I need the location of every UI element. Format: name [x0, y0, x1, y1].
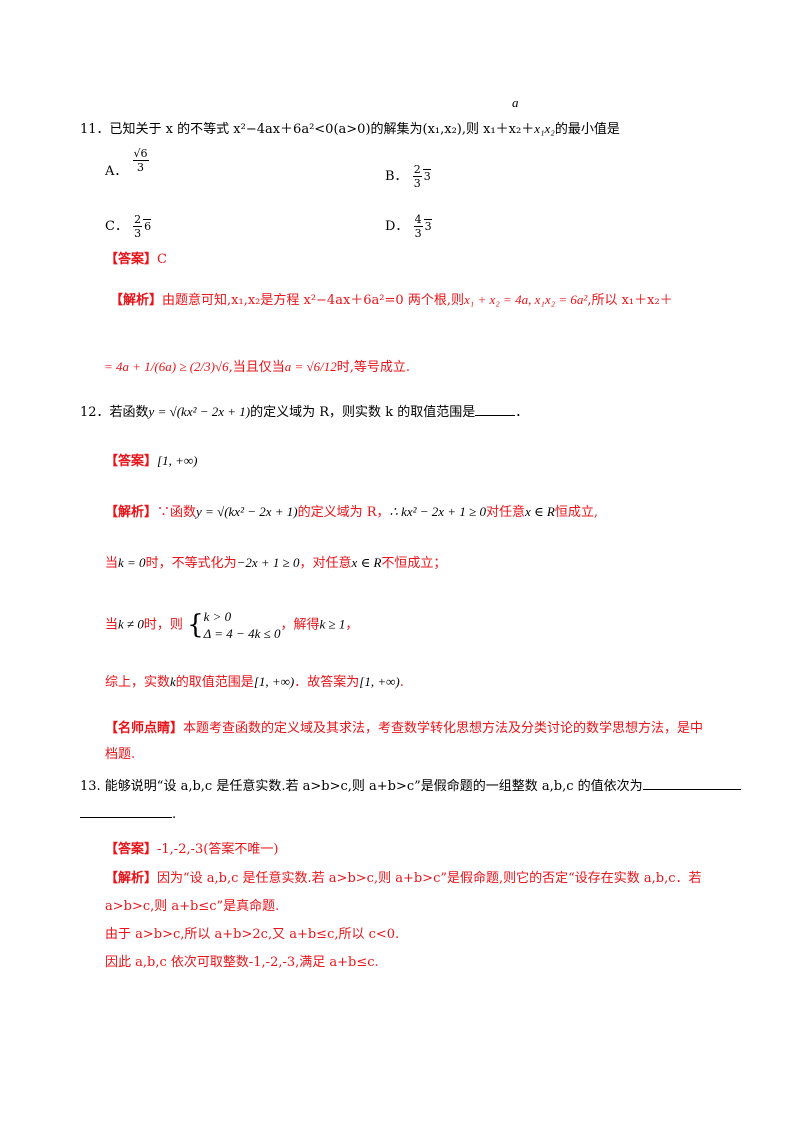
q12-analysis-2b: k = 0 — [118, 555, 146, 570]
q11-analysis-math-2: = 4a + 1/(6a) ≥ (2/3)√6 — [104, 359, 229, 374]
q12-analysis-1b: 的定义域为 R， — [297, 505, 390, 520]
q11-analysis-mid-2: ,当且仅当 — [228, 360, 285, 375]
q12-stem-function: y = √(kx² − 2x + 1) — [148, 404, 251, 419]
q13-analysis-text-1: 因为“设 a,b,c 是任意实数.若 a>b>c,则 a+b>c”是假命题,则它… — [157, 871, 702, 886]
q12-summary-f: [1, +∞) — [359, 674, 400, 689]
q11-stem-text: 11．已知关于 x 的不等式 x²−4ax＋6a²<0(a>0)的解集为(x₁,… — [80, 122, 535, 137]
q11-stem: 11．已知关于 x 的不等式 x²−4ax＋6a²<0(a>0)的解集为(x₁,… — [80, 120, 620, 139]
q12-analysis-2a: 当 — [105, 556, 119, 571]
q12-analysis-3a: 当 — [105, 617, 119, 633]
q12-analysis-line-2: 当k = 0时，不等式化为−2x + 1 ≥ 0，对任意x ∈ R不恒成立； — [105, 554, 446, 573]
q11-answer-tag: 【答案】 — [105, 252, 158, 267]
q12-inequality-system: { k > 0 Δ = 4 − 4k ≤ 0 — [187, 609, 281, 641]
q11-analysis-tail-2: 时,等号成立. — [336, 360, 411, 375]
q12-analysis-3b: k ≠ 0 — [118, 616, 144, 632]
q13-analysis-line-3: 由于 a>b>c,所以 a+b>2c,又 a+b≤c,所以 c<0. — [105, 927, 400, 942]
q12-analysis-2e: ，对任意 — [299, 556, 352, 571]
q12-analysis-3d: ，解得 — [280, 617, 320, 633]
q11-option-d-label: D． — [385, 219, 409, 234]
q12-analysis-1c: ∴ kx² − 2x + 1 ≥ 0 — [389, 504, 486, 519]
q12-summary: 综上，实数k的取值范围是[1, +∞)．故答案为[1, +∞). — [105, 673, 404, 692]
q11-option-c-label: C． — [105, 219, 128, 234]
q13-answer-blank-1 — [642, 789, 741, 790]
q12-analysis-1e: x ∈ R — [524, 504, 555, 519]
q11-analysis-line-2: = 4a + 1/(6a) ≥ (2/3)√6,当且仅当a = √6/12时,等… — [104, 358, 410, 377]
q12-analysis-function: y = √(kx² − 2x + 1) — [196, 504, 298, 519]
q11-analysis-tail-1: ,所以 x₁＋x₂＋ — [587, 293, 673, 308]
q12-stem-postfix: 的定义域为 R，则实数 k 的取值范围是 — [250, 405, 476, 420]
q11-option-a-label: A． — [105, 164, 128, 179]
q12-summary-d: [1, +∞) — [253, 674, 295, 689]
q13-analysis-tag: 【解析】 — [105, 871, 158, 886]
q13-answer-tag: 【答案】 — [105, 842, 158, 857]
q12-analysis-3e: k ≥ 1 — [319, 616, 346, 632]
q12-answer: 【答案】[1, +∞) — [105, 452, 197, 471]
q12-summary-e: ．故答案为 — [294, 675, 360, 690]
q11-analysis-text-1: 由题意可知,x₁,x₂是方程 x²−4ax＋6a²=0 两个根,则 — [162, 293, 464, 308]
q12-summary-b: k — [170, 674, 176, 689]
q12-analysis-2f: x ∈ R — [351, 555, 382, 570]
q12-analysis-1a: ∵函数 — [157, 505, 197, 520]
q12-note-line-1: 【名师点睛】本题考查函数的定义域及其求法，考查数学转化思想方法及分类讨论的数学思… — [105, 720, 703, 738]
q11-option-b-label: B． — [385, 169, 408, 184]
q12-stem-prefix: 12．若函数 — [80, 405, 149, 420]
q12-stem: 12．若函数y = √(kx² − 2x + 1)的定义域为 R，则实数 k 的… — [80, 403, 528, 422]
q12-analysis-2c: 时，不等式化为 — [145, 556, 237, 571]
q12-answer-blank — [475, 415, 516, 416]
q12-analysis-line-1: 【解析】∵函数y = √(kx² − 2x + 1)的定义域为 R，∴ kx² … — [105, 503, 598, 522]
q11-frac-denominator: x₁x₂ — [534, 121, 555, 136]
q13-analysis-line-1: 【解析】因为“设 a,b,c 是任意实数.若 a>b>c,则 a+b>c”是假命… — [105, 870, 702, 888]
q12-note-tag: 【名师点睛】 — [105, 721, 184, 736]
q12-note-line-2: 档题. — [105, 747, 136, 762]
q11-stem-tail: 的最小值是 — [554, 122, 620, 137]
q12-analysis-1d: 对任意 — [485, 505, 525, 520]
q12-system-row-2: Δ = 4 − 4k ≤ 0 — [203, 626, 281, 641]
q12-analysis-line-3: 当k ≠ 0时，则 { k > 0 Δ = 4 − 4k ≤ 0 ，解得k ≥ … — [105, 608, 358, 642]
q12-stem-end: ． — [515, 405, 529, 420]
q12-analysis-3c: 时，则 — [143, 617, 183, 633]
q12-analysis-3f: ， — [345, 617, 359, 633]
q13-stem-line-1: 13. 能够说明“设 a,b,c 是任意实数.若 a>b>c,则 a+b>c”是… — [80, 778, 741, 796]
q11-answer-value: C — [157, 252, 167, 267]
q13-answer-value: -1,-2,-3(答案不唯一) — [157, 842, 279, 857]
q13-stem-text: 13. 能够说明“设 a,b,c 是任意实数.若 a>b>c,则 a+b>c”是… — [80, 779, 643, 794]
q13-answer: 【答案】-1,-2,-3(答案不唯一) — [105, 841, 278, 859]
q12-summary-g: . — [399, 675, 404, 690]
q12-analysis-1f: 恒成立, — [554, 505, 598, 520]
q13-stem-end: . — [172, 807, 177, 822]
q11-frac-numerator: a — [512, 95, 519, 110]
q11-analysis-condition: a = √6/12 — [284, 359, 337, 374]
q13-answer-blank-2 — [80, 817, 172, 818]
q11-analysis-math-1: x₁ + x₂ = 4a, x₁x₂ = 6a² — [463, 292, 588, 307]
q13-analysis-line-2: a>b>c,则 a+b≤c”是真命题. — [105, 899, 280, 914]
q12-analysis-tag: 【解析】 — [105, 505, 158, 520]
q12-summary-a: 综上，实数 — [105, 675, 171, 690]
q12-analysis-2g: 不恒成立； — [381, 556, 447, 571]
q11-analysis-line-1: 【解析】由题意可知,x₁,x₂是方程 x²−4ax＋6a²=0 两个根,则x₁ … — [110, 291, 673, 310]
q12-system-row-1: k > 0 — [203, 609, 232, 624]
q13-stem-line-2: . — [80, 806, 176, 824]
q12-note-text-1: 本题考查函数的定义域及其求法，考查数学转化思想方法及分类讨论的数学思想方法，是中 — [183, 721, 704, 736]
q11-answer: 【答案】C — [105, 251, 167, 269]
q12-answer-tag: 【答案】 — [105, 454, 158, 469]
q12-summary-c: 的取值范围是 — [175, 675, 254, 690]
q12-answer-value: [1, +∞) — [157, 453, 198, 468]
q13-analysis-line-4: 因此 a,b,c 依次可取整数-1,-2,-3,满足 a+b≤c. — [105, 955, 379, 970]
q12-analysis-2d: −2x + 1 ≥ 0 — [236, 555, 300, 570]
q11-analysis-tag: 【解析】 — [110, 293, 163, 308]
